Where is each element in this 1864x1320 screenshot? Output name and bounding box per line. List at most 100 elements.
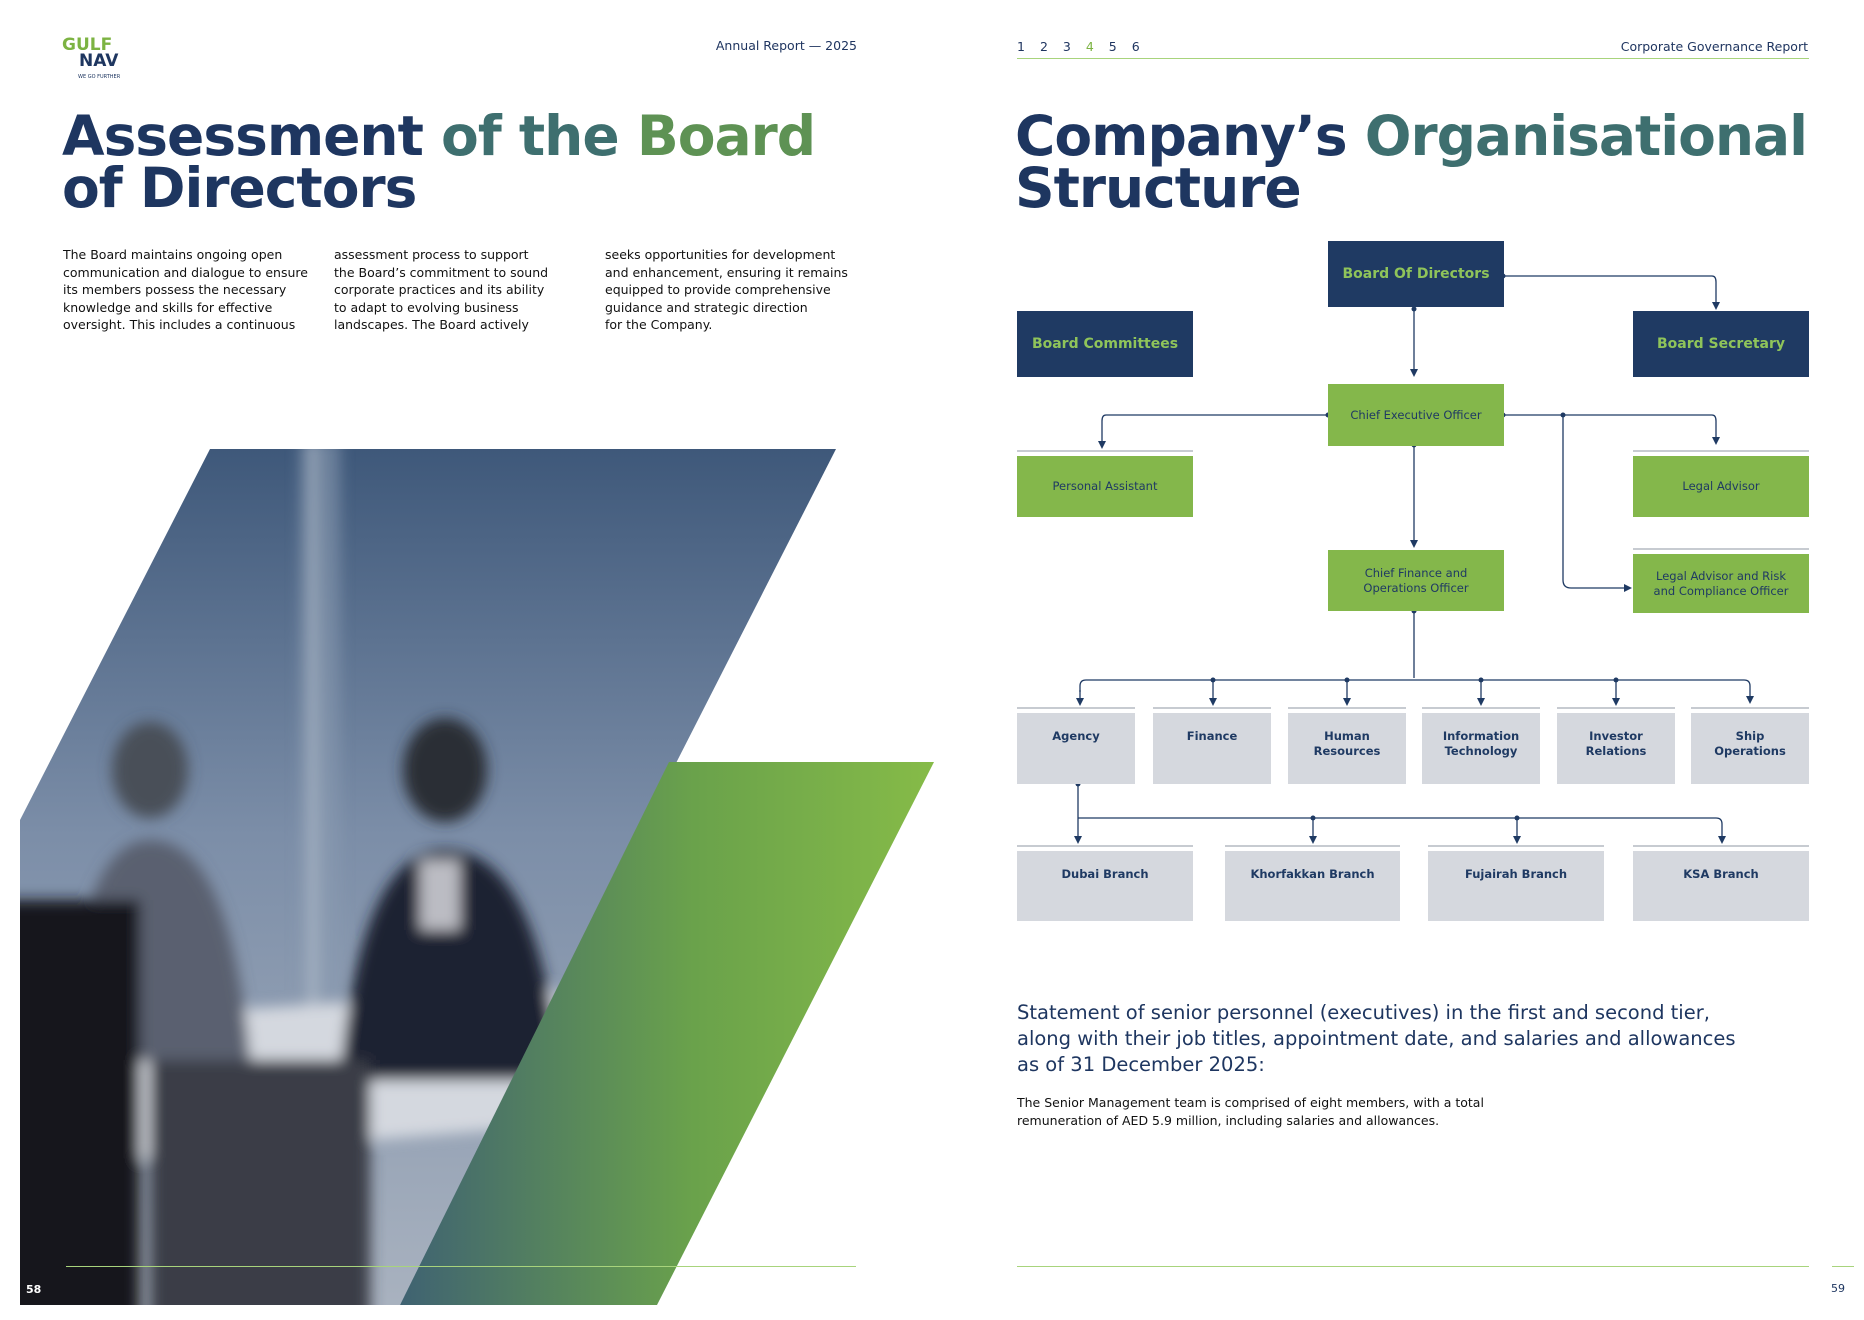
dept-human-resources: Human Resources [1288, 713, 1406, 784]
box-top-line [1691, 707, 1809, 709]
box-top-line [1633, 845, 1809, 847]
right-footer-rule [1017, 1266, 1809, 1267]
box-top-line [1017, 450, 1193, 452]
statement-body: The Senior Management team is comprised … [1017, 1094, 1577, 1129]
title-part2: Organisational [1364, 104, 1808, 168]
title-line2: of Directors [62, 156, 417, 220]
box-top-line [1422, 707, 1540, 709]
right-header: Corporate Governance Report [1620, 39, 1808, 54]
branch-dubai: Dubai Branch [1017, 851, 1193, 921]
title-part1: Company’s [1015, 104, 1348, 168]
dept-line: Human [1324, 729, 1370, 743]
logo-tagline: WE GO FURTHER [78, 74, 121, 80]
legal-risk-line: Legal Advisor and Risk [1656, 568, 1786, 583]
dept-line: Finance [1186, 729, 1238, 743]
meeting-photo [20, 449, 934, 1305]
left-page-number: 58 [26, 1283, 42, 1296]
text-line: oversight. This includes a continuous [63, 317, 296, 332]
text-line: guidance and strategic direction [605, 299, 808, 315]
title-part1: Assessment [62, 104, 424, 168]
text-line: corporate practices and its ability [334, 282, 545, 297]
left-header: Annual Report — 2025 [715, 38, 857, 53]
box-top-line [1017, 845, 1193, 847]
branch-ksa: KSA Branch [1633, 851, 1809, 921]
dept-line: Resources [1313, 744, 1381, 758]
text-line: for the Company. [605, 317, 713, 332]
title-part2: of the [441, 104, 620, 168]
text-line: seeks opportunities for development [605, 247, 836, 262]
text-line: The Board maintains ongoing open [63, 247, 283, 262]
company-logo: GULF NAV WE GO FURTHER [62, 36, 142, 86]
heading-line: Statement of senior personnel (executive… [1017, 1001, 1710, 1024]
board-secretary-box: Board Secretary [1633, 311, 1809, 377]
branch-khorfakkan: Khorfakkan Branch [1225, 851, 1400, 921]
dept-investor-relations: Investor Relations [1557, 713, 1675, 784]
text-line: to adapt to evolving business [334, 299, 519, 315]
title-line2: Structure [1015, 156, 1302, 220]
text-column-3: seeks opportunities for development and … [605, 246, 855, 334]
title-part3: Board [636, 104, 816, 168]
text-line: its members possess the necessary [63, 282, 287, 297]
nav-page-6[interactable]: 6 [1131, 39, 1140, 54]
dept-information-technology: Information Technology [1422, 713, 1540, 784]
legal-risk-box: Legal Advisor and Risk and Compliance Of… [1633, 554, 1809, 613]
cfo-line: Operations Officer [1363, 580, 1469, 595]
cfo-box: Chief Finance and Operations Officer [1328, 550, 1504, 611]
dept-agency: Agency [1017, 713, 1135, 784]
left-page-title: Assessment of the Board of Directors [62, 109, 816, 220]
box-top-line [1633, 450, 1809, 452]
board-committees-box: Board Committees [1017, 311, 1193, 377]
cfo-line: Chief Finance and [1364, 565, 1468, 580]
body-line: remuneration of AED 5.9 million, includi… [1017, 1112, 1440, 1128]
box-top-line [1153, 707, 1271, 709]
statement-heading: Statement of senior personnel (executive… [1017, 1000, 1737, 1078]
right-header-rule [1017, 58, 1809, 59]
text-column-2: assessment process to support the Board’… [334, 246, 584, 334]
legal-risk-line: and Compliance Officer [1653, 583, 1789, 598]
box-top-line [1428, 845, 1604, 847]
nav-page-3[interactable]: 3 [1062, 39, 1071, 54]
dept-ship-operations: Ship Operations [1691, 713, 1809, 784]
branch-fujairah: Fujairah Branch [1428, 851, 1604, 921]
text-line: communication and dialogue to ensure [63, 264, 308, 280]
heading-line: as of 31 December 2025: [1017, 1053, 1265, 1076]
right-footer-rule-stub [1832, 1266, 1854, 1267]
text-column-1: The Board maintains ongoing open communi… [63, 246, 313, 334]
nav-page-1[interactable]: 1 [1017, 39, 1025, 54]
box-top-line [1017, 707, 1135, 709]
text-line: the Board’s commitment to sound [334, 264, 549, 280]
board-of-directors-box: Board Of Directors [1328, 241, 1504, 307]
body-line: The Senior Management team is comprised … [1017, 1095, 1484, 1110]
box-top-line [1288, 707, 1406, 709]
dept-line: Information [1442, 729, 1520, 743]
box-top-line [1633, 548, 1809, 550]
legal-advisor-box: Legal Advisor [1633, 456, 1809, 517]
dept-line: Investor [1589, 729, 1643, 743]
right-page-title: Company’s Organisational Structure [1015, 109, 1815, 220]
page-nav: 1 2 3 4 5 6 [1017, 39, 1140, 54]
text-line: knowledge and skills for effective [63, 299, 273, 315]
logo-line2: NAV [79, 51, 119, 71]
personal-assistant-box: Personal Assistant [1017, 456, 1193, 517]
nav-page-4[interactable]: 4 [1085, 39, 1094, 54]
dept-line: Agency [1052, 729, 1100, 743]
nav-page-2[interactable]: 2 [1039, 39, 1048, 54]
text-line: landscapes. The Board actively [334, 317, 529, 332]
box-top-line [1557, 707, 1675, 709]
heading-line: along with their job titles, appointment… [1017, 1027, 1736, 1050]
box-top-line [1225, 845, 1400, 847]
dept-line: Relations [1585, 744, 1647, 758]
text-line: and enhancement, ensuring it remains [605, 264, 848, 280]
dept-line: Technology [1444, 744, 1518, 758]
right-page-number: 59 [1831, 1282, 1845, 1295]
text-line: equipped to provide comprehensive [605, 282, 831, 297]
ceo-box: Chief Executive Officer [1328, 384, 1504, 446]
nav-page-5[interactable]: 5 [1108, 39, 1117, 54]
dept-line: Operations [1714, 744, 1786, 758]
dept-finance: Finance [1153, 713, 1271, 784]
text-line: assessment process to support [334, 247, 529, 262]
logo-line1: GULF [62, 35, 113, 55]
dept-line: Ship [1735, 729, 1765, 743]
left-footer-rule [66, 1266, 856, 1267]
